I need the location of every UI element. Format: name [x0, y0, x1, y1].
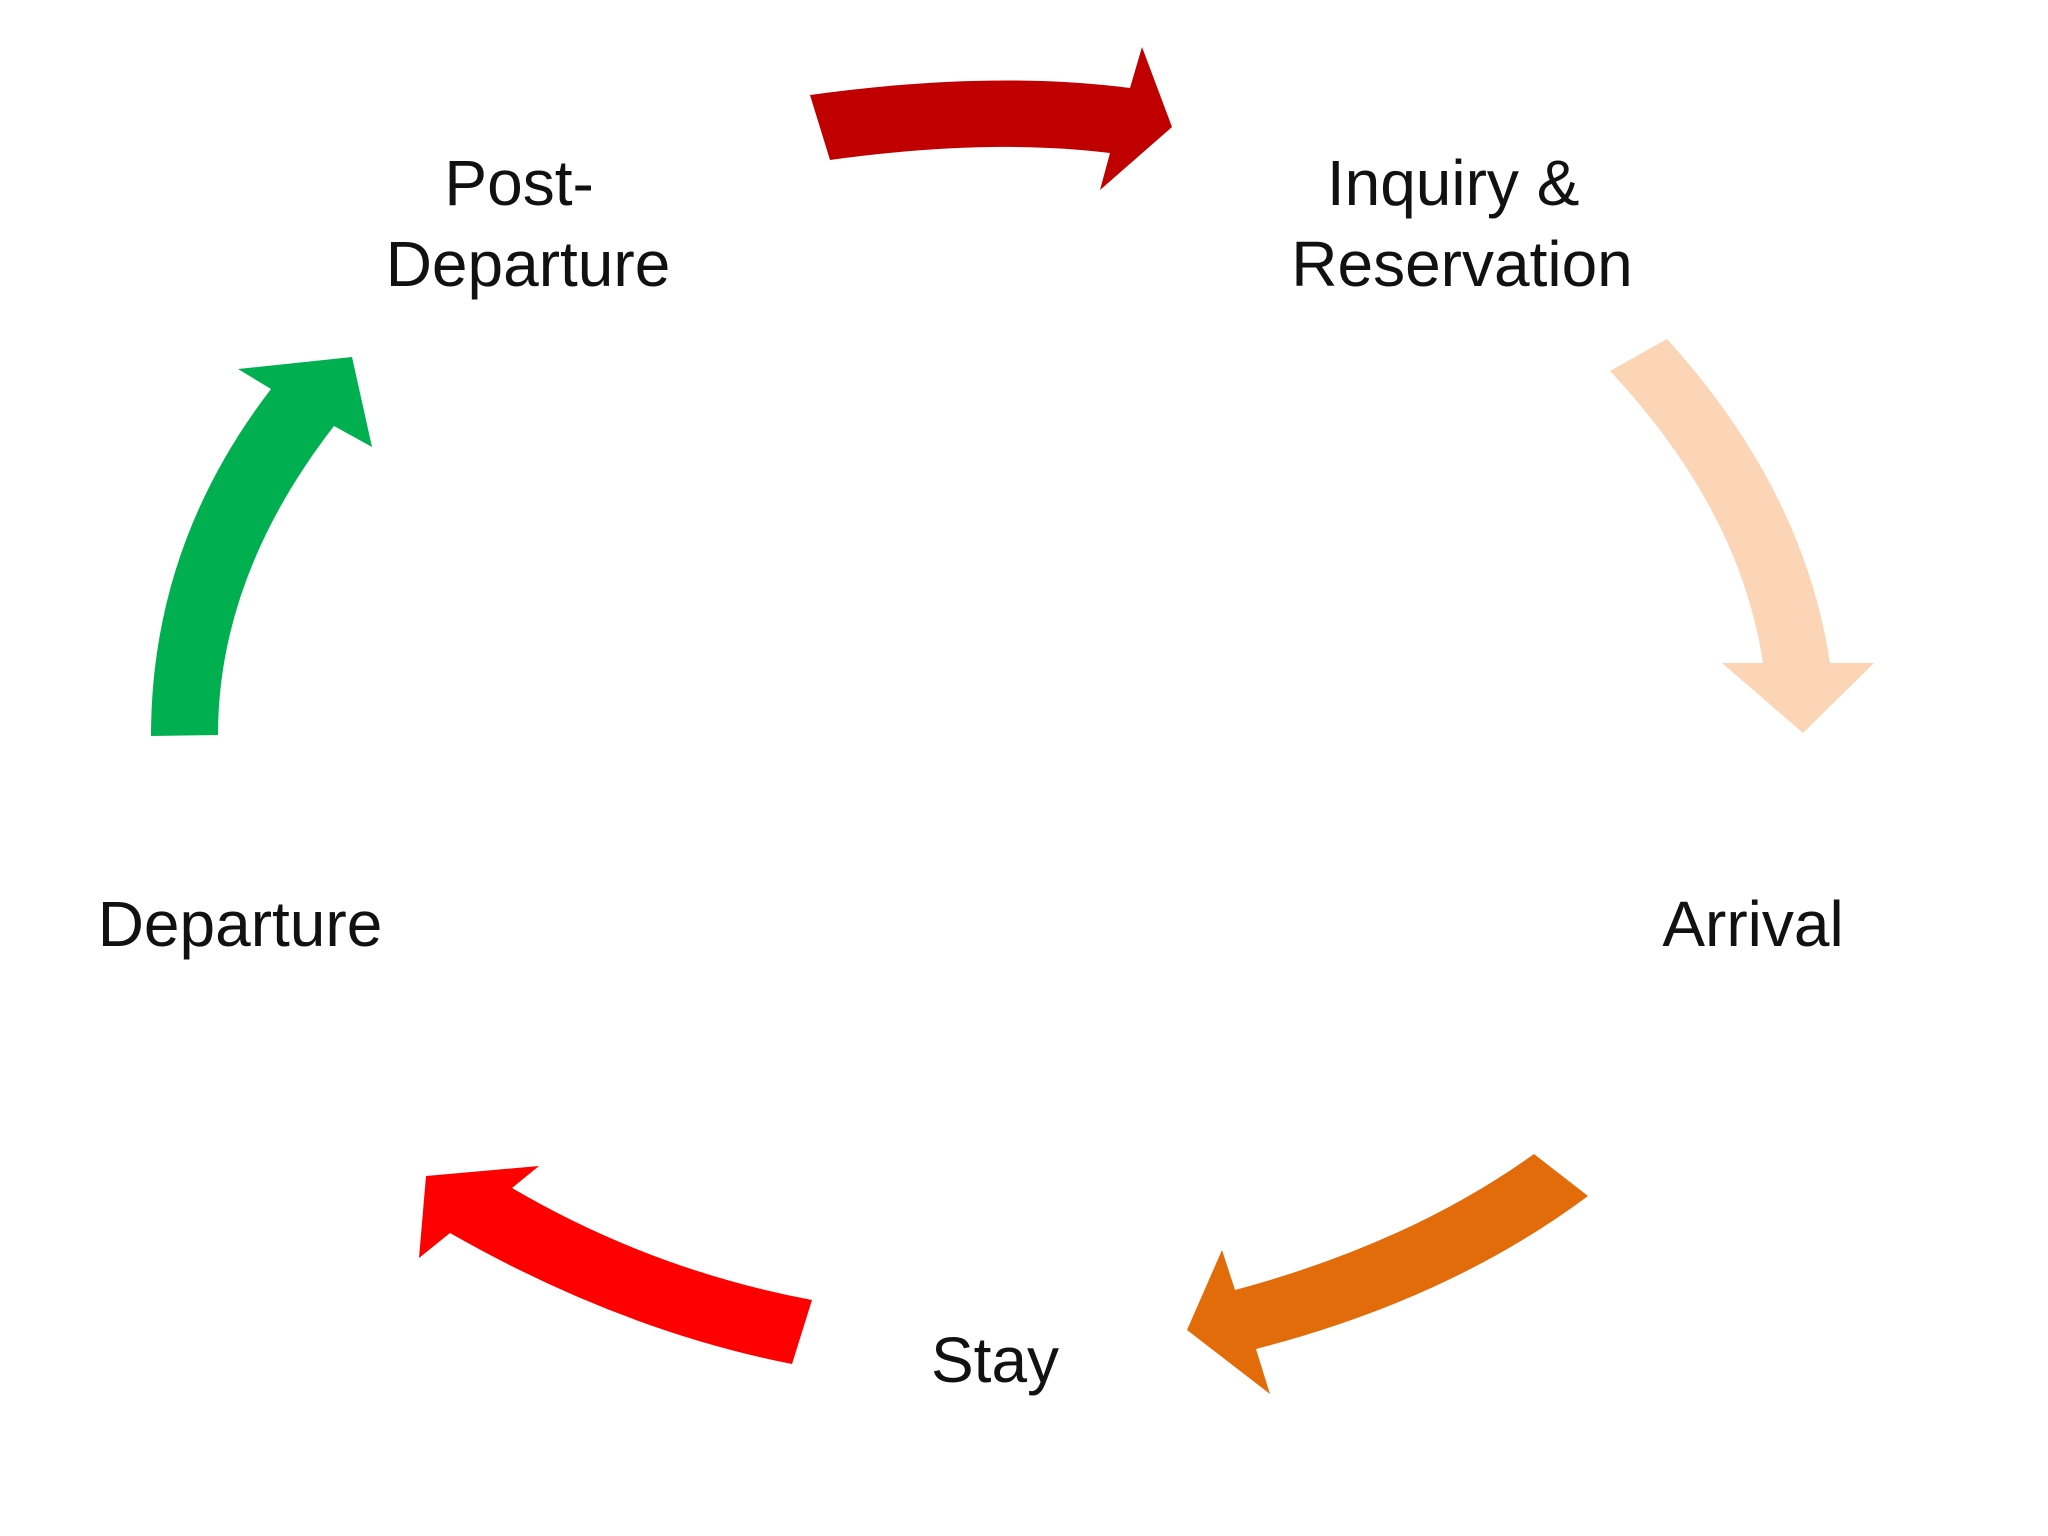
stage-label-inquiry-line-2: Reservation: [1291, 228, 1633, 300]
stage-label-inquiry-line-1: Inquiry &: [1327, 147, 1580, 219]
arrow-stay-to-departure: [419, 1166, 812, 1364]
stage-label-arrival: Arrival: [1662, 888, 1843, 960]
stage-label-stay: Stay: [931, 1324, 1059, 1396]
arrow-post-departure-to-inquiry: [810, 47, 1172, 190]
stage-label-departure-line-1: Departure: [98, 888, 383, 960]
stage-label-post-departure-line-2: Departure: [386, 228, 671, 300]
stage-label-arrival-line-1: Arrival: [1662, 888, 1843, 960]
arrow-departure-to-post-departure: [151, 357, 372, 736]
stage-label-post-departure: Post- Departure: [386, 147, 671, 300]
stage-label-departure: Departure: [98, 888, 383, 960]
stage-label-inquiry-reservation: Inquiry & Reservation: [1291, 147, 1633, 300]
stage-label-stay-line-1: Stay: [931, 1324, 1059, 1396]
stage-label-post-departure-line-1: Post-: [444, 147, 593, 219]
arrow-inquiry-to-arrival: [1610, 339, 1874, 733]
arrow-arrival-to-stay: [1187, 1154, 1588, 1394]
